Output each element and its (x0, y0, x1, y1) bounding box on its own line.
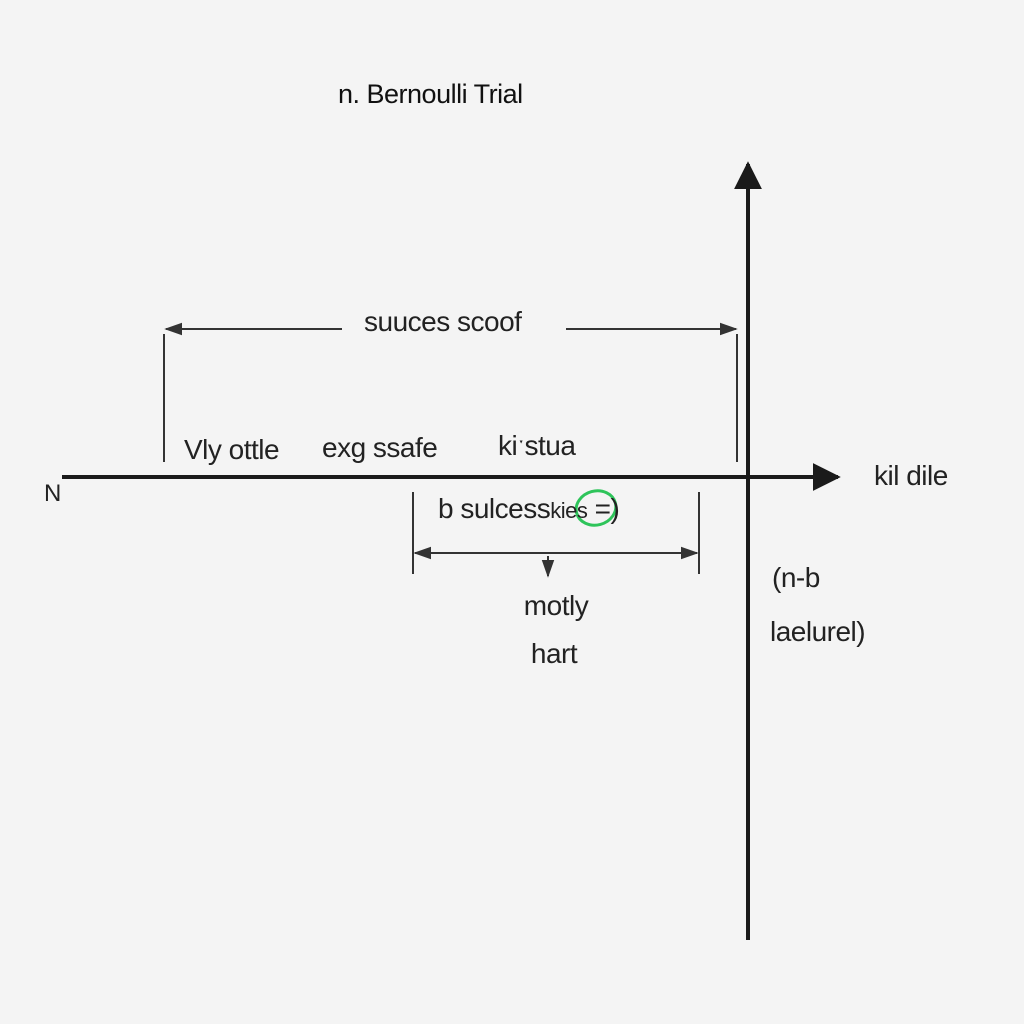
above-axis-label-2: exg ssafe (322, 432, 438, 463)
right-label-line-1: (n-b (772, 562, 820, 593)
x-axis-end-label: kil dile (874, 460, 948, 491)
right-label-line-2: laelurel) (770, 616, 866, 647)
origin-label: N (44, 480, 61, 507)
above-axis-label-3: kiˑstua (498, 430, 576, 461)
above-axis-label-1: Vly ottle (184, 434, 280, 465)
top-span-label: suuces scoof (364, 306, 522, 337)
highlight-circle (574, 489, 618, 527)
bottom-caption-line-1: motly (523, 590, 589, 621)
bottom-caption-line-2: hart (530, 638, 578, 669)
bottom-span-label: b sulcesskies =) (438, 493, 620, 527)
bottom-span-label-prefix: b sulcess (438, 493, 551, 524)
diagram-title: n. Bernoulli Trial (338, 79, 523, 109)
bottom-span-label-circled: kies (550, 498, 588, 523)
bottom-span-label-suffix: =) (587, 493, 620, 524)
